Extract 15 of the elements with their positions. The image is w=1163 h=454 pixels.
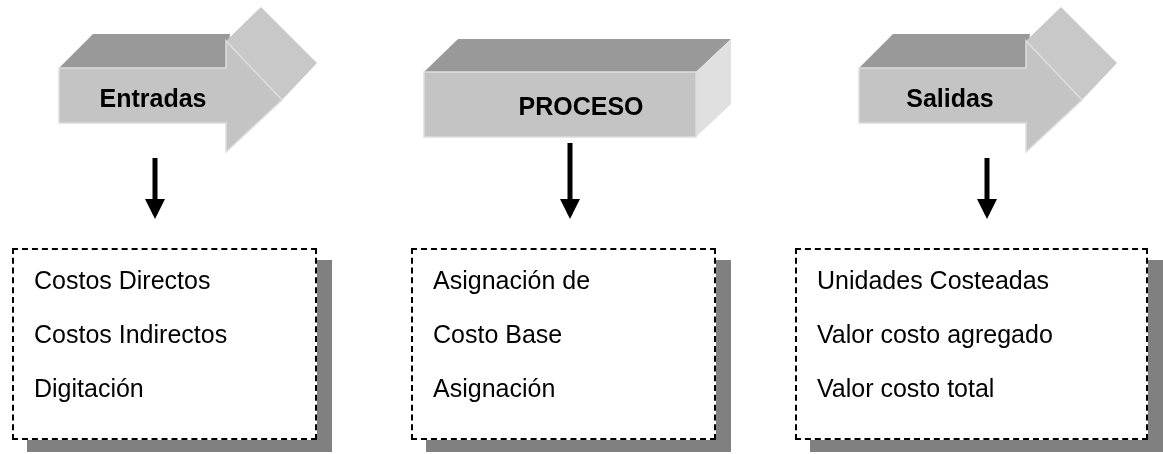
list-item: Valor costo total <box>817 373 996 404</box>
stage-title: Entradas <box>99 83 207 113</box>
down-arrow <box>145 158 165 219</box>
list-item: Asignación de <box>433 265 592 296</box>
list-item: Unidades Costeadas <box>817 265 1051 296</box>
list-item: Valor costo agregado <box>817 319 1054 350</box>
down-arrow <box>560 143 580 219</box>
down-arrow <box>977 158 997 219</box>
list-item: Digitación <box>34 373 145 404</box>
list-item: Asignación <box>433 373 557 404</box>
list-item: Costos Indirectos <box>34 319 229 350</box>
list-item: Costo Base <box>433 319 564 350</box>
list-item: Costos Directos <box>34 265 212 296</box>
stage-title: Salidas <box>906 83 994 113</box>
stage-title: PROCESO <box>518 91 644 121</box>
